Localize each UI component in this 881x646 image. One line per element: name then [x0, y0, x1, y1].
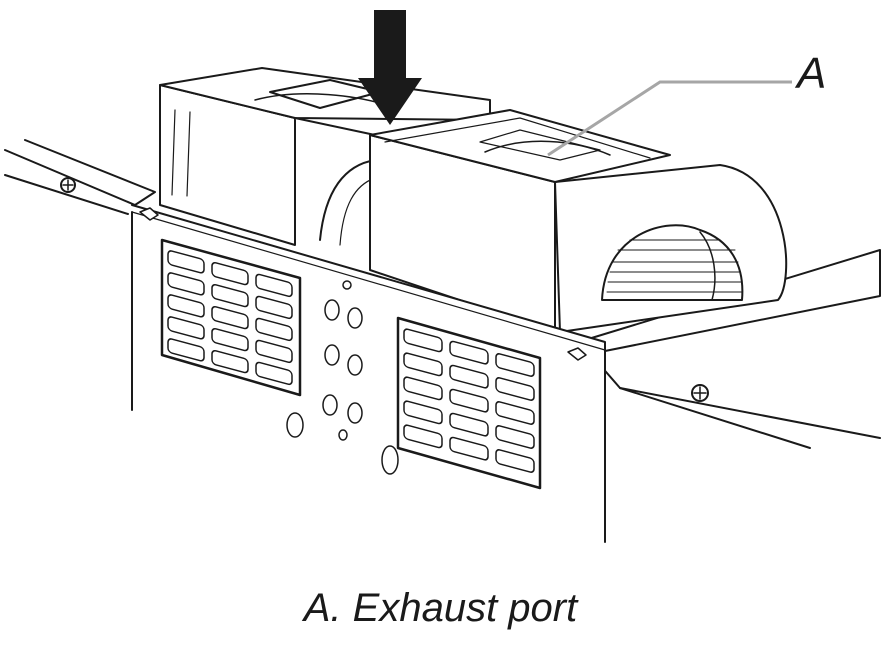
- callout-label-a: A: [797, 49, 827, 98]
- figure-caption: A. Exhaust port: [303, 586, 578, 630]
- panel-holes: [286, 280, 399, 475]
- left-vent-grille: [160, 238, 302, 397]
- left-blower-housing: [159, 67, 491, 256]
- down-arrow-icon: [358, 10, 422, 125]
- right-blower-housing: [369, 109, 788, 333]
- callout-leader-line: [547, 80, 792, 157]
- left-mounting-rail: [4, 139, 156, 215]
- front-panel: [131, 204, 606, 543]
- right-vent-grille: [396, 316, 542, 490]
